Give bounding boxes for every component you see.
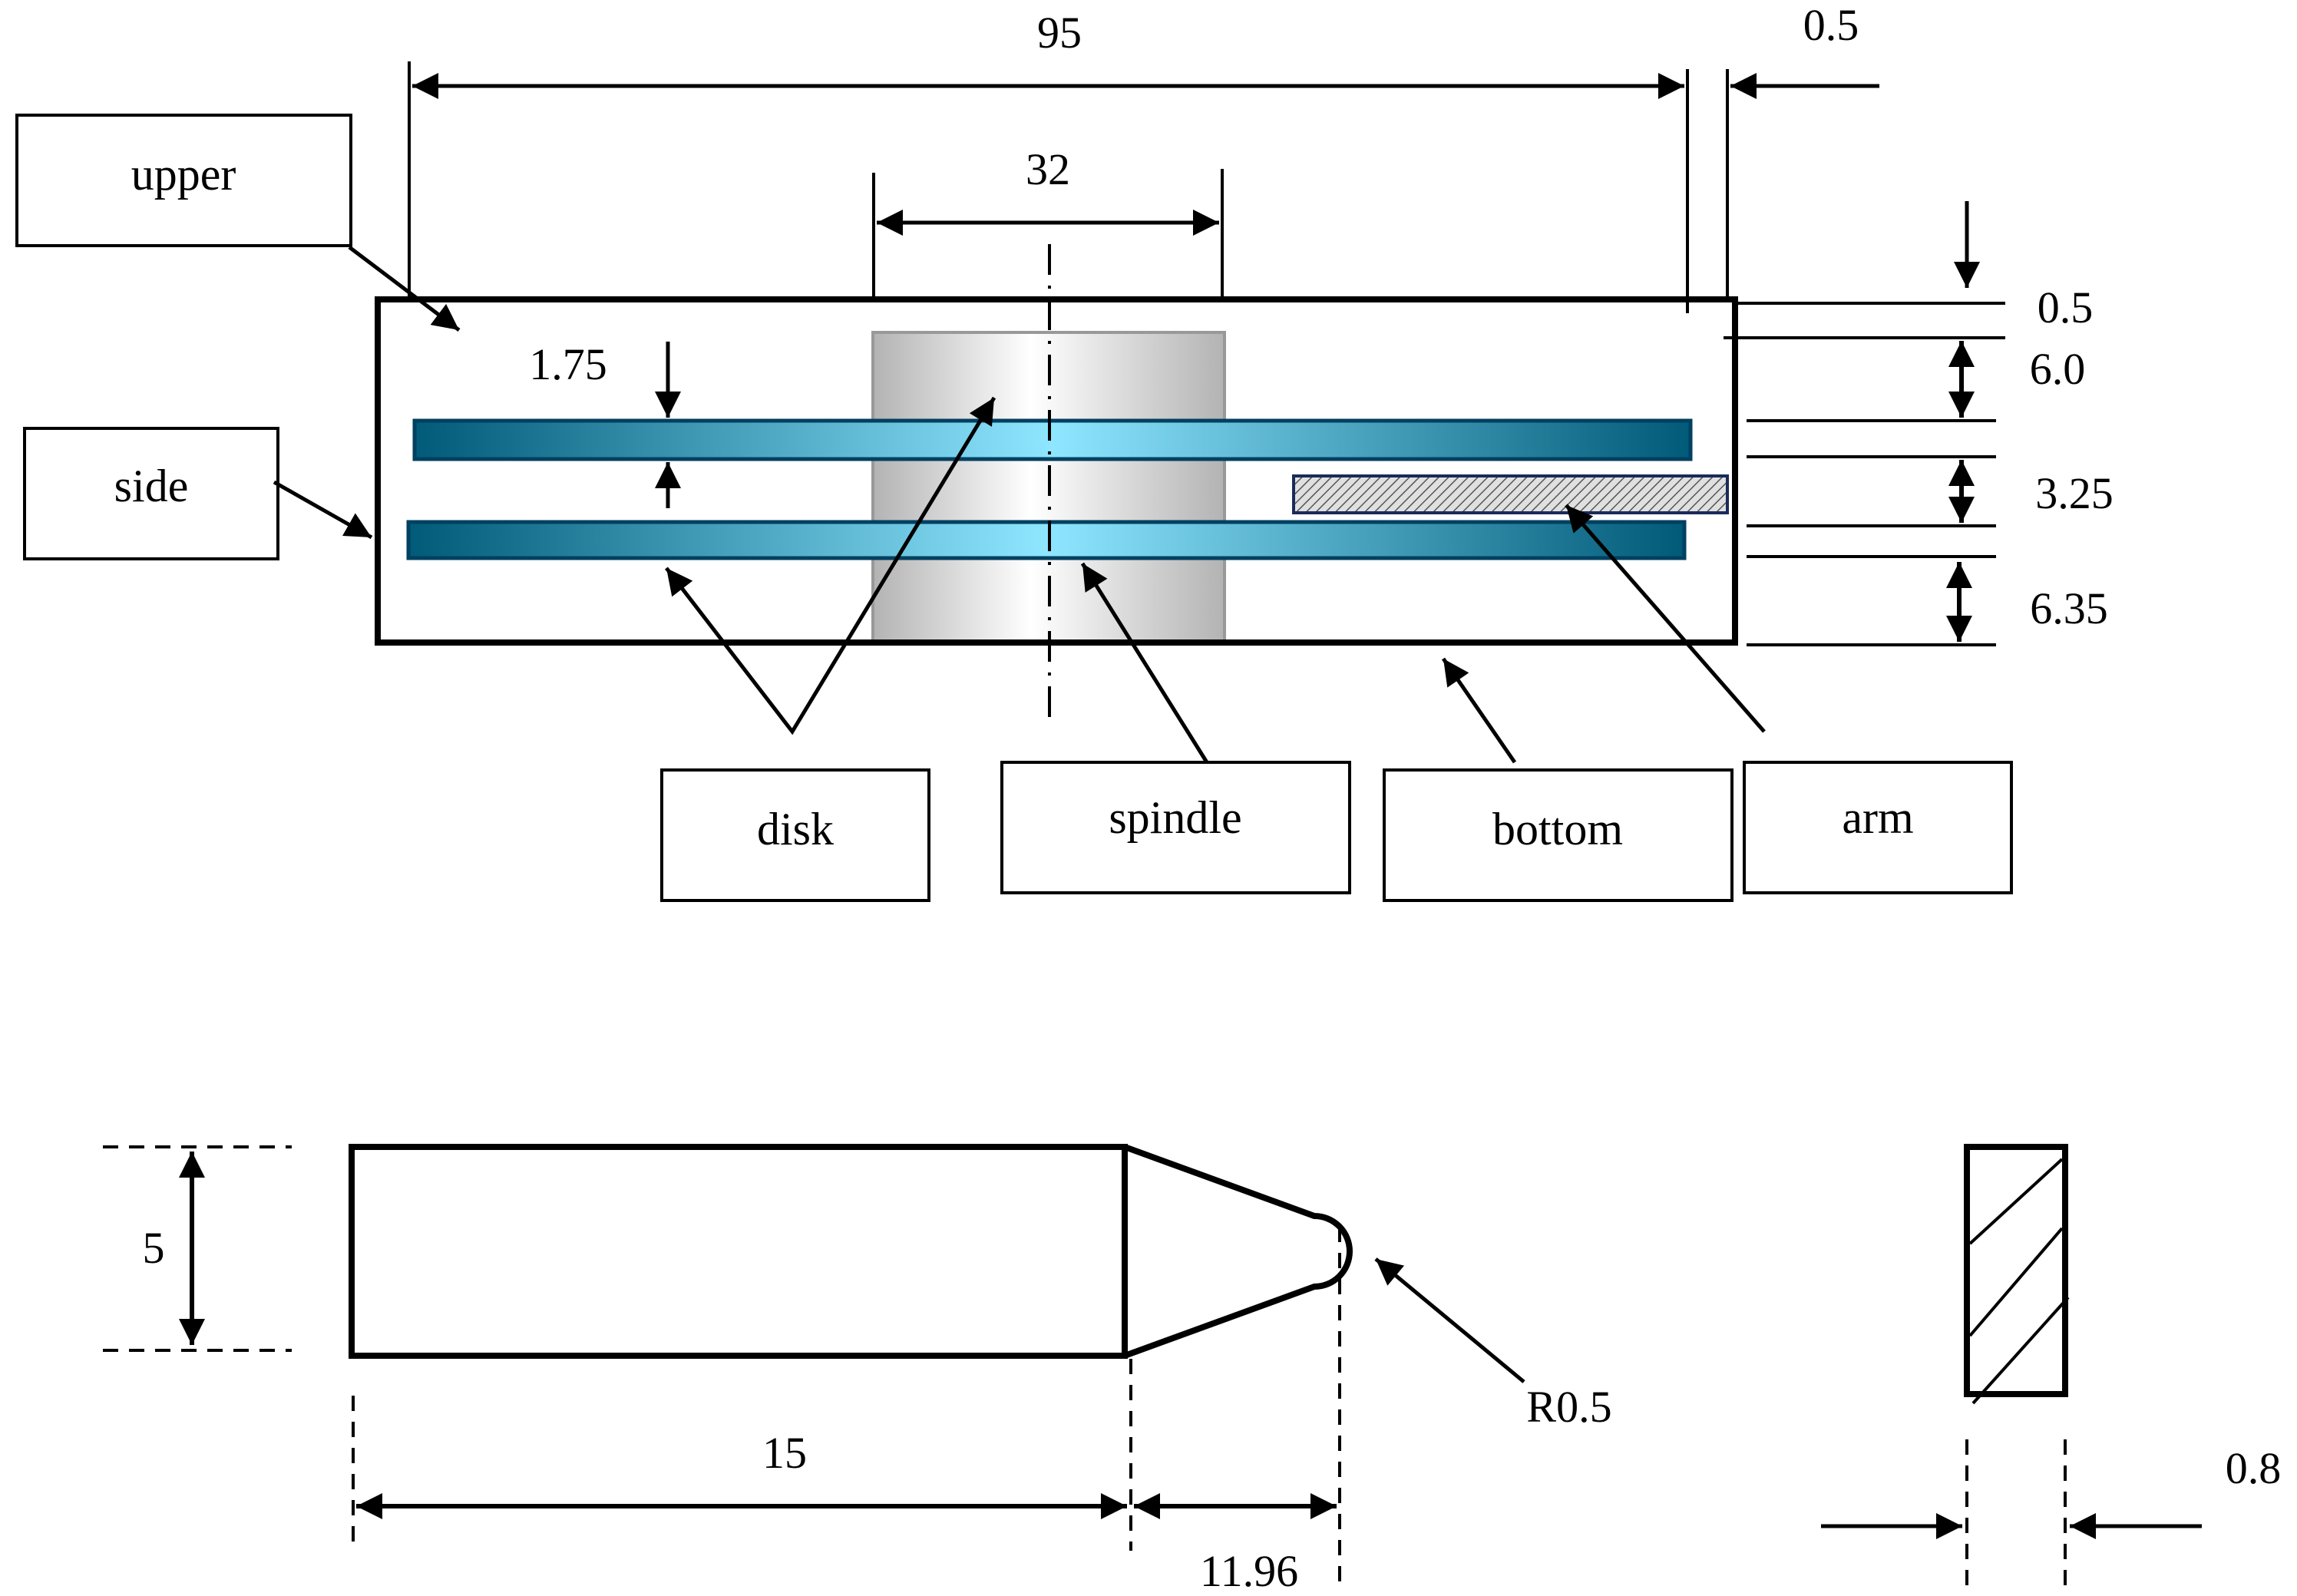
- dim-r0.5-label: R0.5: [1526, 1382, 1611, 1432]
- label-arm: arm: [1743, 761, 2013, 894]
- disk-lower: [406, 520, 1687, 560]
- label-spindle: spindle: [1000, 761, 1351, 894]
- label-upper: upper: [15, 114, 352, 247]
- arm-body: [1292, 474, 1729, 514]
- leader-side: [273, 480, 373, 540]
- dim-0.5-top-label: 0.5: [2038, 283, 2094, 332]
- leader-spindle: [1080, 562, 1209, 764]
- leader-upper: [348, 246, 461, 332]
- leader-bottom: [1441, 657, 1517, 764]
- dim-0.8-label: 0.8: [2226, 1443, 2282, 1493]
- label-bottom: bottom: [1383, 768, 1733, 902]
- enclosure: [375, 296, 1738, 646]
- dim-6.35-label: 6.35: [2030, 583, 2108, 633]
- svg-text:disk: disk: [757, 804, 834, 854]
- dim-32-label: 32: [1026, 144, 1070, 194]
- leader-arm: [1565, 504, 1766, 733]
- dim-6.0-label: 6.0: [2030, 344, 2086, 394]
- leader-disk: [665, 396, 996, 735]
- svg-text:upper: upper: [131, 149, 236, 200]
- svg-text:spindle: spindle: [1109, 792, 1241, 843]
- dim-95-label: 95: [1037, 8, 1082, 58]
- dim-1.75-label: 1.75: [529, 339, 607, 389]
- arm-profile: [349, 1144, 1353, 1359]
- dim-15-label: 15: [762, 1428, 807, 1478]
- svg-text:arm: arm: [1842, 792, 1913, 843]
- dim-11.96-label: 11.96: [1200, 1546, 1298, 1596]
- disk-upper: [412, 418, 1693, 461]
- svg-text:bottom: bottom: [1492, 804, 1623, 854]
- arm-cross-section: [1964, 1144, 2070, 1405]
- svg-text:side: side: [114, 461, 189, 511]
- leader-r0.5: [1374, 1257, 1525, 1383]
- label-disk: disk: [660, 768, 930, 902]
- label-side: side: [23, 427, 279, 560]
- dim-3.25-label: 3.25: [2035, 468, 2114, 518]
- dim-5-label: 5: [143, 1223, 165, 1273]
- dim-0.5-right-label: 0.5: [1803, 0, 1859, 50]
